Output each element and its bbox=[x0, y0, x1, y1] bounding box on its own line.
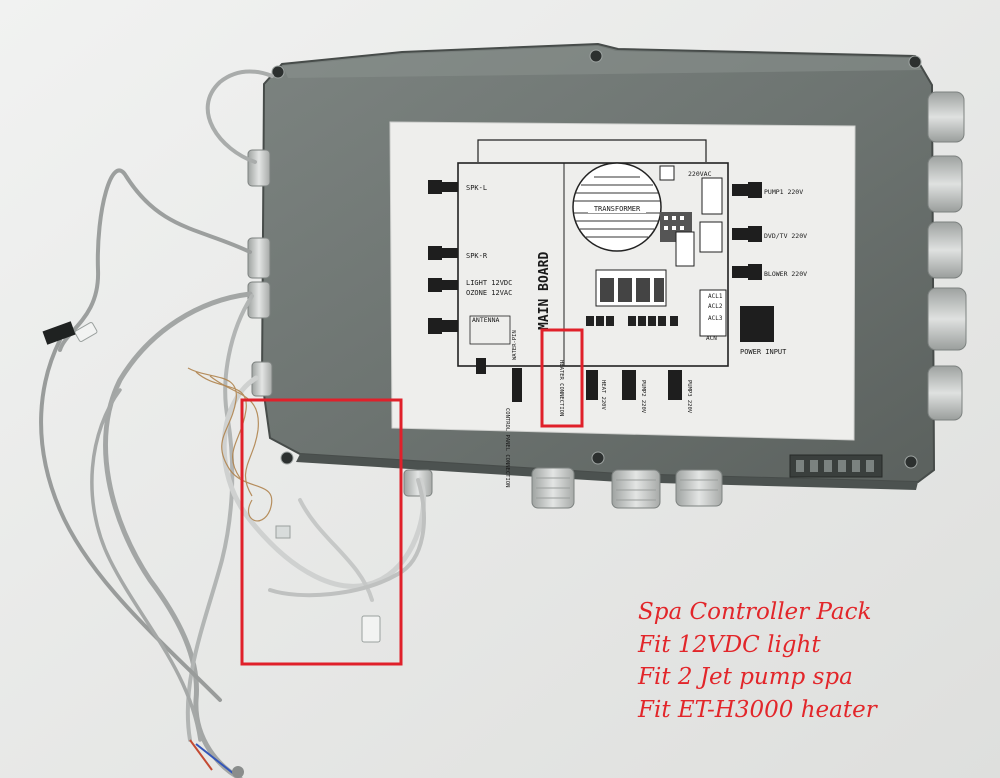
cable-connector-black bbox=[42, 321, 76, 345]
blower-label: BLOWER 220V bbox=[764, 270, 807, 278]
power-input-label: POWER INPUT bbox=[740, 348, 787, 356]
rj-plug-icon bbox=[74, 322, 381, 643]
acl3-label: ACL3 bbox=[708, 315, 723, 322]
heat-label: HEAT 220V bbox=[600, 380, 606, 410]
antenna-label: ANTENNA bbox=[472, 316, 499, 324]
left-cable-glands bbox=[247, 149, 273, 397]
bottom-cable-glands bbox=[403, 467, 723, 509]
transformer-label: TRANSFORMER bbox=[594, 205, 641, 213]
cable-highlight-box bbox=[240, 398, 403, 666]
heater-connection-label: HEATER CONNECTION bbox=[558, 360, 564, 416]
right-cable-glands bbox=[927, 91, 967, 421]
acl1-label: ACL1 bbox=[708, 293, 723, 300]
heater-connection-highlight bbox=[540, 328, 584, 428]
acl2-label: ACL2 bbox=[708, 303, 723, 310]
acn-label: ACN bbox=[706, 335, 717, 342]
pump2-label: PUMP2 220V bbox=[640, 380, 646, 414]
spk-r-label: SPK-R bbox=[466, 252, 488, 260]
ozone-label: OZONE 12VAC bbox=[466, 289, 512, 297]
pump3-label: PUMP3 220V bbox=[686, 380, 692, 414]
caption-line-2: Fit 12VDC light bbox=[638, 631, 821, 658]
spk-l-label: SPK-L bbox=[466, 184, 487, 192]
caption-line-1: Spa Controller Pack bbox=[638, 599, 872, 625]
caption-line-3: Fit 2 Jet pump spa bbox=[638, 664, 853, 690]
vac-label: 220VAC bbox=[688, 170, 712, 178]
wiring-label-sheet: TRANSFORMER SPK-L SPK-R LIGHT 12VDC OZON… bbox=[389, 121, 856, 487]
sensor-wire bbox=[187, 367, 273, 522]
light-label: LIGHT 12VDC bbox=[466, 279, 512, 287]
caption-line-4: Fit ET-H3000 heater bbox=[638, 696, 877, 723]
control-panel-label: CONTROL PANEL CONNECTION bbox=[504, 408, 510, 487]
wire-ends bbox=[189, 739, 244, 778]
water-pin-label: WATER-PIN bbox=[512, 330, 518, 360]
enclosure-screws bbox=[271, 49, 922, 469]
main-board-label: MAIN BOARD bbox=[537, 252, 552, 330]
pump1-label: PUMP1 220V bbox=[764, 188, 803, 196]
product-caption: Spa Controller Pack Fit 12VDC light Fit … bbox=[638, 596, 978, 726]
dvd-tv-label: DVD/TV 220V bbox=[764, 232, 807, 240]
